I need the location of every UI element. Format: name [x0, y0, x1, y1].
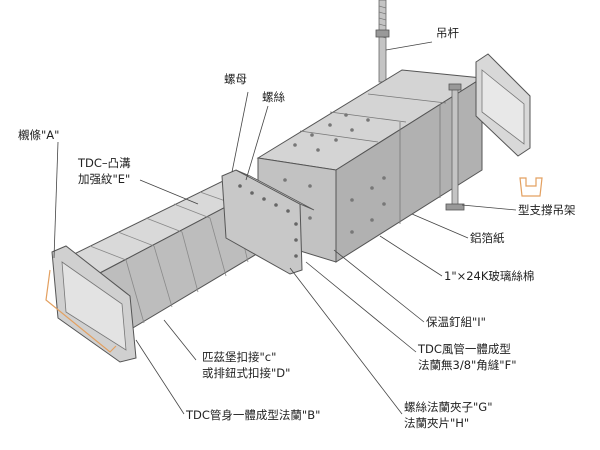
flange-f-label-line1: TDC風管一體成型 [418, 342, 511, 356]
hanger-rod-right [445, 83, 465, 211]
clip-label-line1: 螺絲法蘭夾子"G" [404, 400, 493, 414]
flange-b-label: TDC管身一體成型法蘭"B" [186, 408, 321, 422]
flange-f-label-line2: 法蘭無3/8"角縫"F" [418, 358, 517, 372]
support-bracket-icon [519, 177, 543, 197]
thread-label: 螺絲 [262, 90, 285, 104]
flange-front [45, 245, 137, 363]
rib-a-label: 櫬條"A" [18, 128, 60, 142]
rib-e-label-line2: 加强紋"E" [78, 172, 131, 186]
foil-label: 鋁箔紙 [470, 231, 505, 245]
joint-flange [221, 169, 315, 275]
seam-label-line1: 匹茲堡扣接"c" [202, 350, 277, 364]
rib-e-label-line1: TDC–凸溝 [78, 156, 131, 170]
insulated-duct [256, 69, 484, 263]
pin-label: 保温釘組"I" [426, 315, 486, 329]
hanger-rod-label: 吊杆 [436, 26, 459, 40]
leader-lines [53, 41, 517, 415]
support-bracket-label: 型支撐吊架 [518, 203, 576, 217]
nut-label: 螺母 [224, 72, 247, 86]
seam-label-line2: 或排鈕式扣接"D" [202, 366, 291, 380]
hanger-rod-left [375, 0, 390, 83]
clip-label-line2: 法蘭夾片"H" [404, 416, 470, 430]
flange-right [475, 53, 531, 157]
insulation-label: 1"×24K玻璃絲棉 [444, 269, 535, 283]
